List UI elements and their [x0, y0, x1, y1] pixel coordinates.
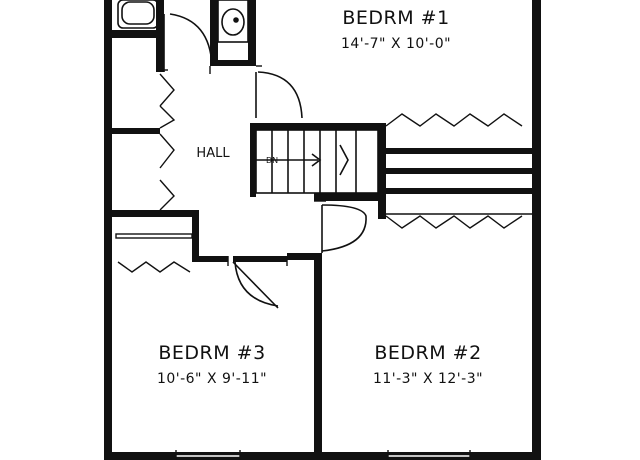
bedroom1-dims: 14'-7" X 10'-0"	[341, 36, 451, 52]
hall-label: HALL	[196, 146, 230, 161]
bedroom2-dims: 11'-3" X 12'-3"	[373, 371, 483, 387]
bathtub	[117, 0, 159, 29]
bedroom2-name: BEDRM #2	[374, 342, 481, 364]
interior-walls	[112, 0, 532, 460]
sink-vanity	[217, 0, 249, 43]
doors	[163, 13, 367, 309]
door-jambs	[160, 65, 326, 266]
sink-bowl	[221, 8, 245, 36]
closet-doors	[115, 73, 532, 273]
bedroom3-dims: 10'-6" X 9'-11"	[157, 371, 267, 387]
bedroom1-name: BEDRM #1	[342, 7, 449, 29]
window-marks	[175, 450, 471, 460]
bath-fixtures	[117, 0, 249, 43]
stairs-label: DN	[266, 156, 278, 165]
exterior-walls	[104, 0, 541, 460]
stairs	[255, 129, 379, 194]
bedroom3-name: BEDRM #3	[158, 342, 265, 364]
